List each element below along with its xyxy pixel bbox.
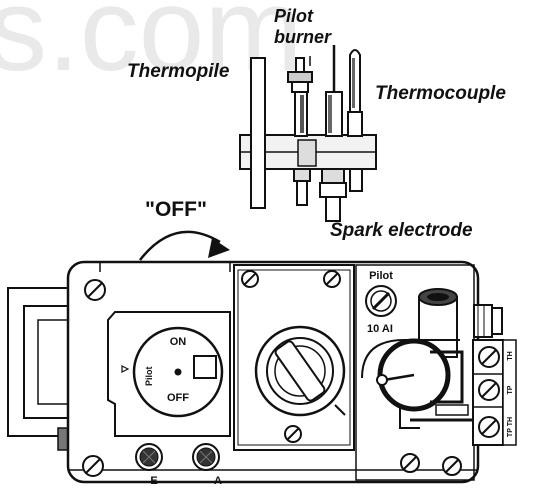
pilot-burner-body <box>287 57 313 206</box>
off-direction-label: "OFF" <box>145 198 207 221</box>
spark-electrode-body <box>319 45 347 222</box>
terminal-screw-tp[interactable] <box>478 379 500 401</box>
housing-screws <box>82 270 462 477</box>
screw-top-left <box>84 279 106 301</box>
control-knob[interactable]: ON OFF Pilot <box>121 326 224 418</box>
thermocouple-label: Thermocouple <box>375 83 506 104</box>
spark-electrode-label: Spark electrode <box>330 220 473 241</box>
port-a[interactable] <box>192 443 220 471</box>
thermocouple-probe <box>347 49 363 192</box>
screw-bottom-left <box>82 455 104 477</box>
pressure-ports: E A <box>135 443 222 487</box>
pilot-screw-value: 10 AI <box>367 323 393 335</box>
off-rotation-arrow <box>139 230 230 261</box>
port-e-label: E <box>150 475 157 487</box>
screw-bottom-right <box>400 453 420 473</box>
terminal-tpth-label: TP TH <box>507 417 514 437</box>
pilot-assembly <box>239 45 377 222</box>
knob-on-label: ON <box>170 336 187 348</box>
port-e[interactable] <box>135 443 163 471</box>
terminal-block: TH TP TP TH <box>361 338 517 446</box>
terminal-tp-label: TP <box>507 385 514 394</box>
pilot-screw-label: Pilot <box>369 270 393 282</box>
screw-top-mid <box>241 270 259 288</box>
screw-bottom-center <box>284 425 302 443</box>
terminal-screw-tpth[interactable] <box>478 416 500 438</box>
screw-top-center <box>323 270 341 288</box>
screw-right-edge <box>442 456 462 476</box>
pilot-burner-label-line1: Pilot <box>274 6 313 26</box>
knob-off-label: OFF <box>167 392 189 404</box>
thermopile-label: Thermopile <box>127 61 230 82</box>
terminal-screw-th[interactable] <box>478 346 500 368</box>
knob-pilot-label: Pilot <box>144 366 154 386</box>
terminal-th-label: TH <box>507 351 514 360</box>
pilot-burner-label: Pilot burner <box>274 6 331 48</box>
pressure-regulator-cap[interactable] <box>254 325 346 417</box>
thermopile-rod <box>250 57 266 209</box>
pilot-burner-label-line2: burner <box>274 27 332 47</box>
knob-indicator-icon <box>121 365 130 373</box>
pilot-adjustment-screw[interactable]: Pilot 10 AI <box>365 270 397 335</box>
port-a-label: A <box>214 475 222 487</box>
